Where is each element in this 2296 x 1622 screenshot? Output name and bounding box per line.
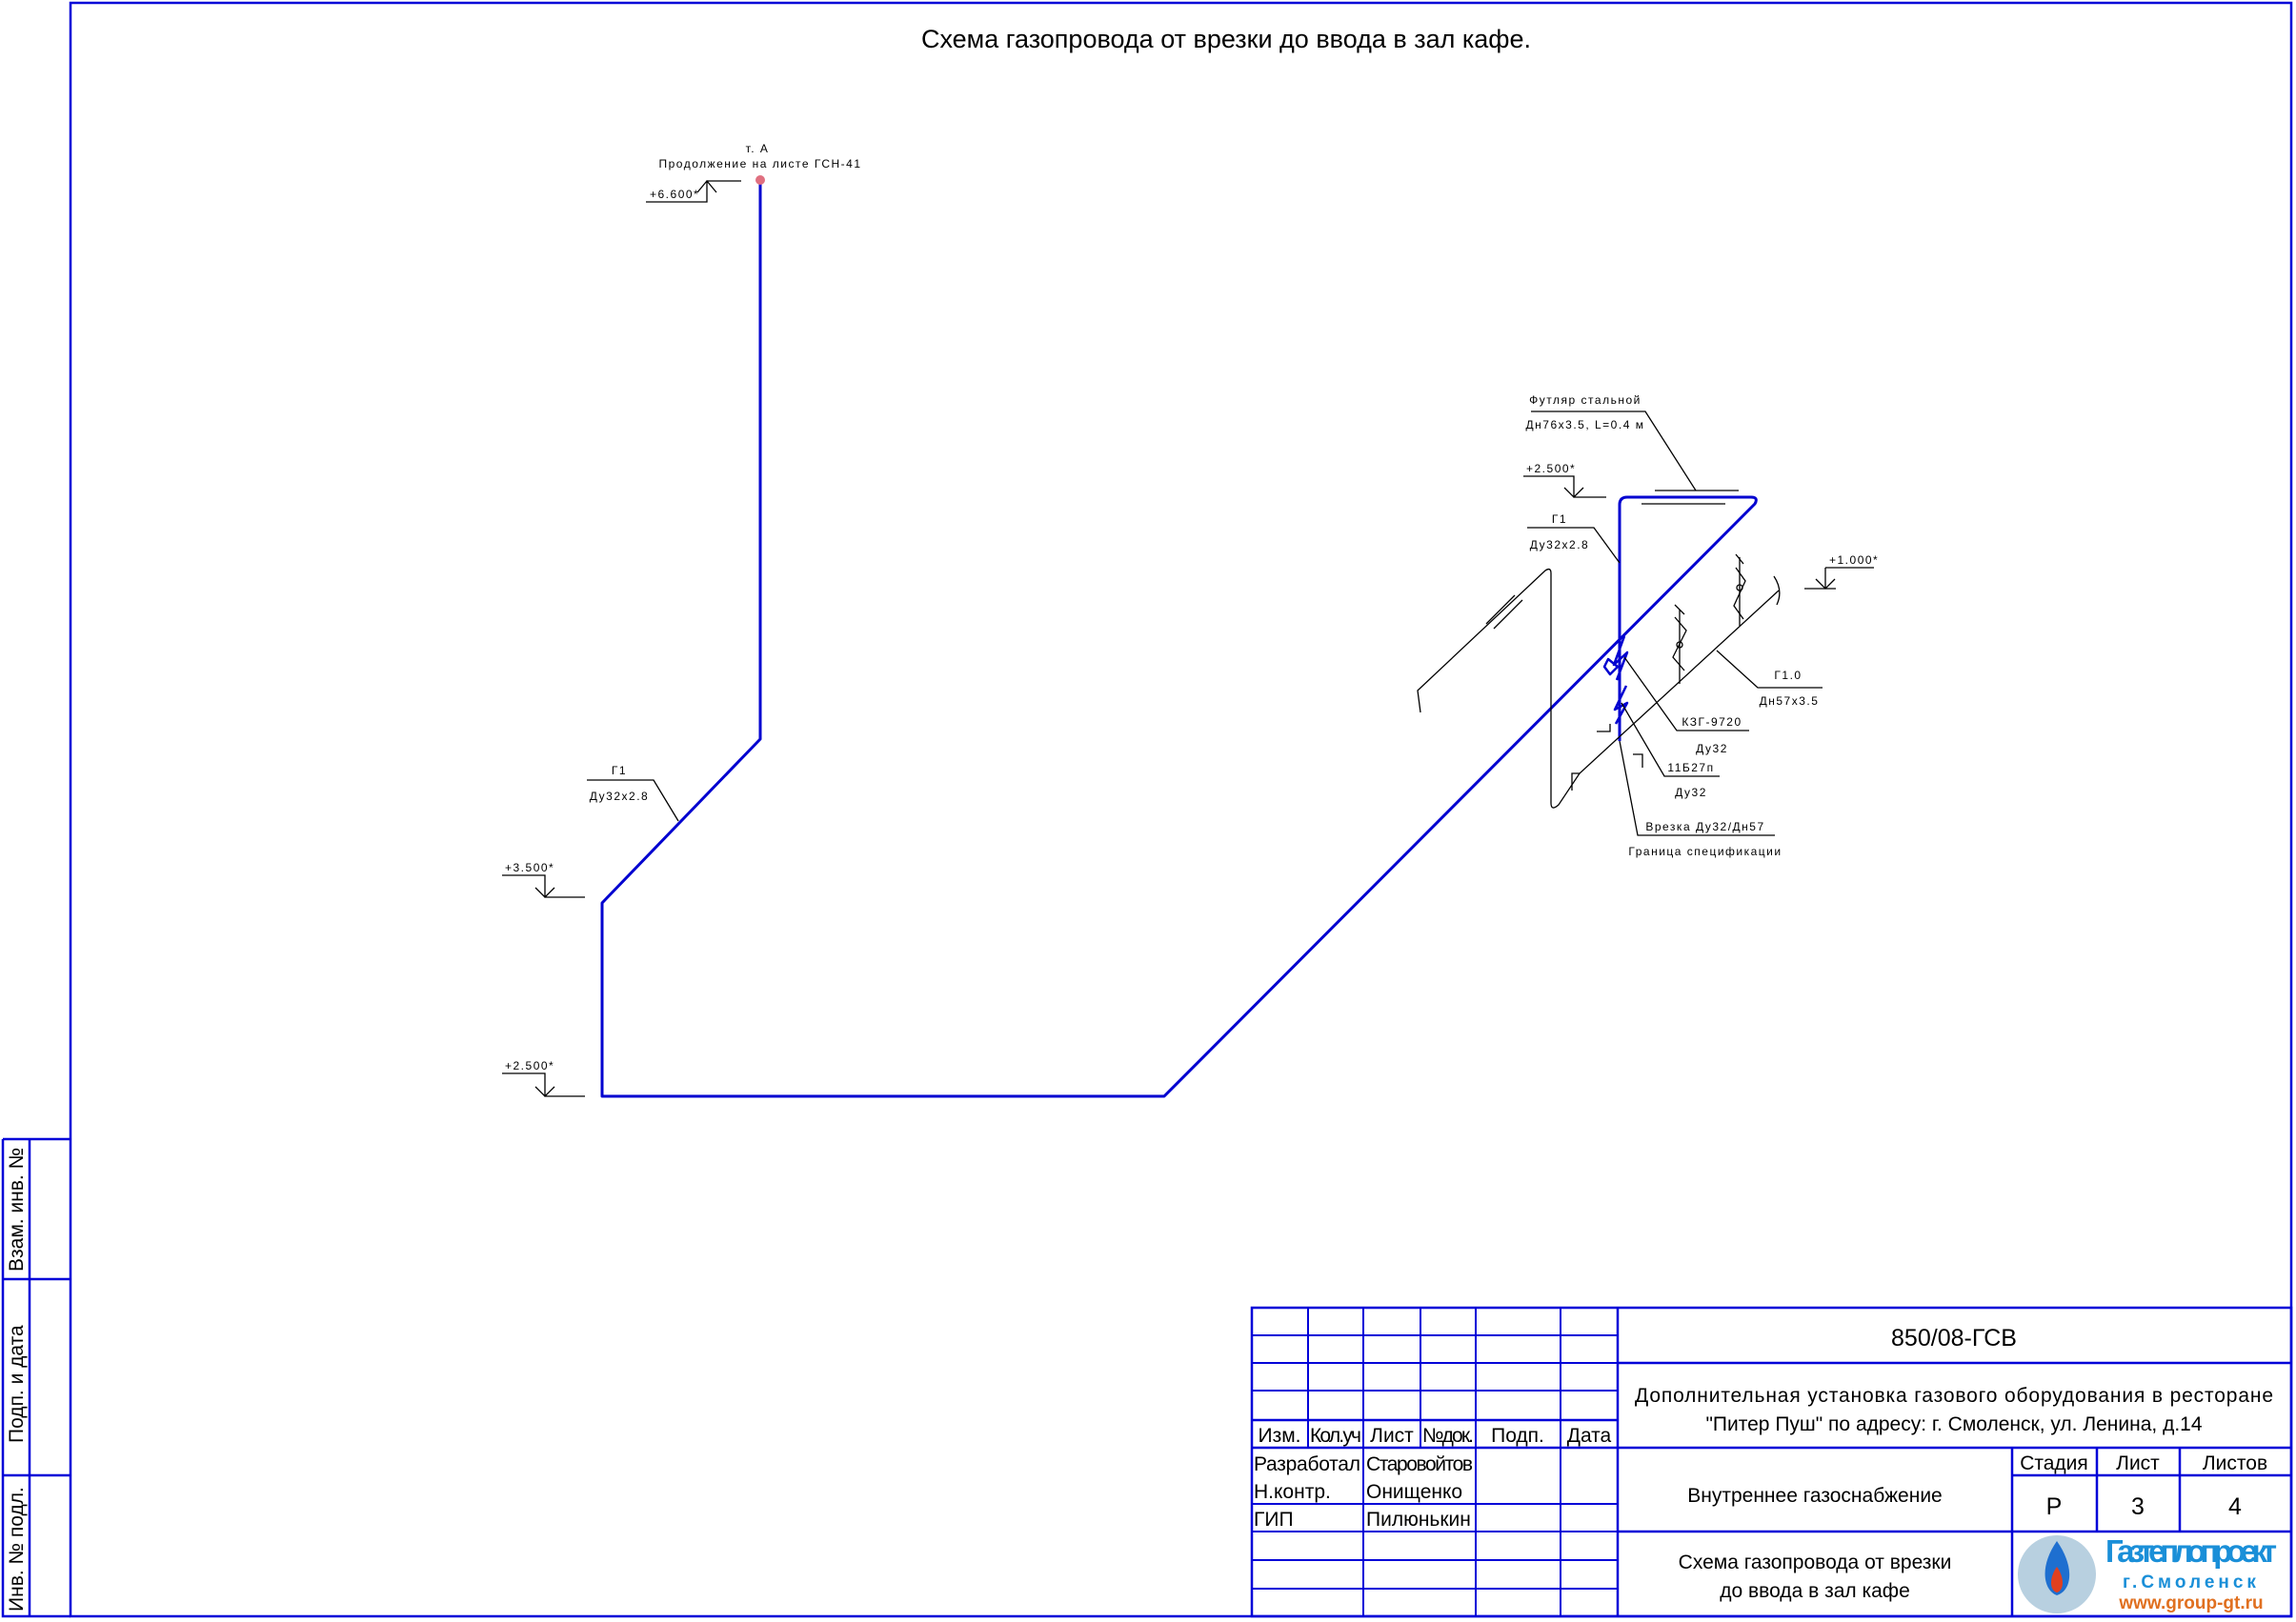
level-mark-top: +6.600* <box>646 179 741 203</box>
gas-pipe-main <box>600 180 1758 1098</box>
level-label: +6.600* <box>650 188 699 201</box>
point-a-note: Продолжение на листе ГСН-41 <box>658 157 861 170</box>
valves-blue <box>1602 635 1629 725</box>
valve-name: 11Б27п <box>1667 761 1714 774</box>
level-mark-valves: +1.000* <box>1804 553 1879 590</box>
level-mark-right: +2.500* <box>1523 462 1606 498</box>
document-code: 850/08-ГСВ <box>1891 1325 2017 1352</box>
level-label: +3.500* <box>505 861 554 874</box>
level-label: +2.500* <box>1526 462 1576 475</box>
existing-gas-main <box>1417 553 1781 809</box>
company-city: г.Смоленск <box>2123 1572 2260 1592</box>
sheet-value: 3 <box>2131 1493 2145 1520</box>
point-a-marker <box>755 175 765 185</box>
stage-header: Стадия <box>2020 1452 2088 1474</box>
pipe-name: Г1.0 <box>1774 669 1802 682</box>
header-list: Лист <box>1370 1425 1414 1447</box>
sheet-header: Лист <box>2116 1452 2160 1474</box>
header-izm: Изм. <box>1259 1425 1301 1447</box>
pipe-size: Ду32х2.8 <box>590 790 649 803</box>
tie-in-label: Врезка Ду32/Дн57 Граница спецификации <box>1619 740 1782 858</box>
valve-size: Ду32 <box>1696 742 1728 755</box>
person-name: Пилюнькин <box>1366 1509 1471 1531</box>
pipe-size: Ду32х2.8 <box>1530 538 1589 551</box>
role-label: Н.контр. <box>1254 1481 1331 1503</box>
main-pipe-label: Г1.0 Дн57х3.5 <box>1716 650 1823 708</box>
header-data: Дата <box>1567 1425 1612 1447</box>
role-label: Разработал <box>1254 1453 1360 1475</box>
project-title-line2: "Питер Пуш" по адресу: г. Смоленск, ул. … <box>1705 1413 2202 1435</box>
person-name: Онищенко <box>1366 1481 1462 1503</box>
company-logo: Газтеплопроект г.Смоленск www.group-gt.r… <box>2018 1533 2277 1613</box>
section-name: Внутреннее газоснабжение <box>1687 1485 1942 1507</box>
company-site: www.group-gt.ru <box>2118 1593 2263 1613</box>
sleeve-name: Футляр стальной <box>1529 393 1641 407</box>
side-stamp: Взам. инв. № Подп. и дата Инв. № подл. <box>1 1137 70 1618</box>
tie-in-name: Врезка Ду32/Дн57 <box>1645 820 1764 833</box>
company-name: Газтеплопроект <box>2105 1533 2277 1569</box>
drawing-title: Схема газопровода от врезки до ввода в з… <box>921 25 1531 53</box>
sheet-title-line2: до ввода в зал кафе <box>1720 1580 1910 1602</box>
valve-name: КЗГ-9720 <box>1682 715 1742 729</box>
sheet-frame <box>69 1 2293 1618</box>
point-a-label: т. А <box>746 142 770 155</box>
side-stamp-label: Подп. и дата <box>6 1325 28 1443</box>
pipe-name: Г1 <box>612 764 627 777</box>
pipe-label-right: Г1 Ду32х2.8 <box>1527 512 1621 564</box>
sheets-header: Листов <box>2203 1452 2267 1474</box>
stage-value: Р <box>2046 1493 2063 1520</box>
level-label: +2.500* <box>505 1059 554 1072</box>
sheets-value: 4 <box>2228 1493 2242 1520</box>
pipe-size: Дн57х3.5 <box>1760 694 1820 708</box>
pipe-name: Г1 <box>1552 512 1567 526</box>
pipe-label-left: Г1 Ду32х2.8 <box>587 764 679 822</box>
level-mark-low-left: +2.500* <box>502 1059 585 1097</box>
side-stamp-label: Инв. № подл. <box>6 1487 28 1612</box>
level-label: +1.000* <box>1829 553 1879 567</box>
project-title-line1: Дополнительная установка газового оборуд… <box>1635 1385 2273 1407</box>
valve-size: Ду32 <box>1675 786 1707 799</box>
header-kol-uch: Кол.уч <box>1310 1425 1361 1447</box>
valve2-label: 11Б27п Ду32 <box>1621 702 1720 799</box>
sleeve-size: Дн76х3.5, L=0.4 м <box>1526 418 1645 431</box>
side-stamp-label: Взам. инв. № <box>6 1148 28 1272</box>
steel-sleeve: Футляр стальной Дн76х3.5, L=0.4 м <box>1526 393 1739 505</box>
role-label: ГИП <box>1254 1509 1294 1531</box>
person-name: Старовойтов <box>1366 1453 1473 1475</box>
tie-in-note: Граница спецификации <box>1628 845 1782 858</box>
header-podp: Подп. <box>1491 1425 1544 1447</box>
title-block: Изм. Кол.уч Лист №док. Подп. Дата Разраб… <box>1250 1306 2293 1618</box>
header-ndok: №док. <box>1422 1425 1474 1447</box>
sheet-title-line1: Схема газопровода от врезки <box>1679 1552 1952 1573</box>
valve1-label: КЗГ-9720 Ду32 <box>1623 656 1749 755</box>
level-mark-mid: +3.500* <box>502 861 585 898</box>
